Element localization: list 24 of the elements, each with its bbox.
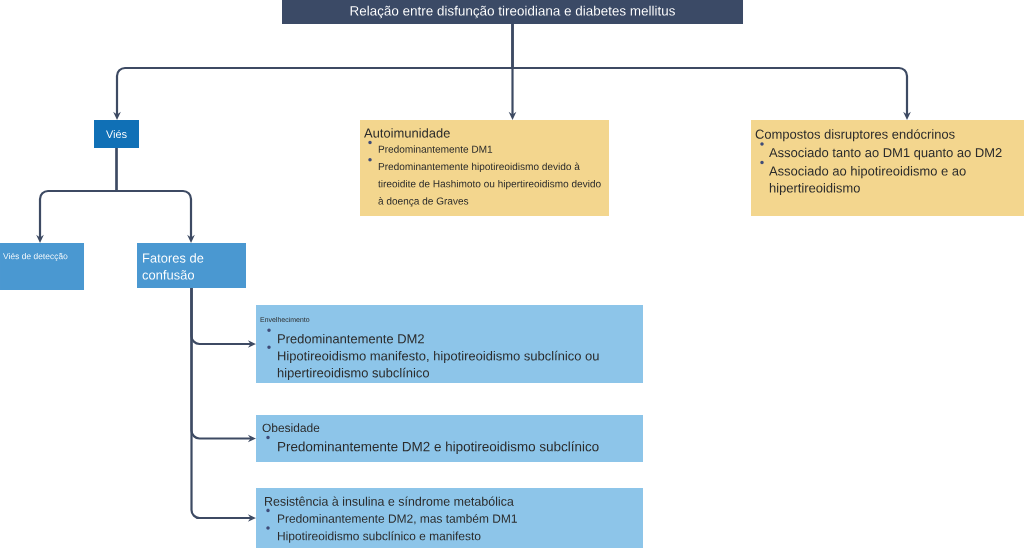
info-box (256, 305, 643, 383)
info-box (751, 120, 1024, 216)
info-box (256, 415, 643, 462)
list-item: Hipotireoidismo subclínico e manifesto (278, 531, 481, 543)
box-heading: Compostos disruptores endócrinos (755, 129, 955, 142)
list-item: Predominantemente DM2, mas também DM1 (278, 513, 517, 525)
box-heading: Autoimunidade (364, 128, 450, 138)
info-box (360, 120, 609, 216)
box-heading: Resistência à insulina e síndrome metabólica (265, 496, 514, 506)
list-item: Associado tanto ao DM1 quanto ao DM2 (769, 147, 1002, 160)
arrow (511, 24, 911, 120)
list-item: Associado ao hipotireoidismo e ao hipertireoidismo (769, 166, 966, 196)
list-item: Hipotireoidismo manifesto, hipotireoidismo subclínico ou hipertireoidismo subclínico (277, 350, 599, 380)
list-item: Predominantemente hipotireoidismo devido à tireoidite de Hashimoto ou hipertireoidismo devido à doença de Graves (378, 162, 601, 207)
category-box: Fatores de confusão (137, 243, 246, 288)
arrow (115, 148, 195, 243)
info-box (256, 488, 643, 548)
category-box: Viés (94, 120, 139, 148)
title-box: Relação entre disfunção tireoidiana e diabetes mellitus (282, 0, 743, 24)
list-item: Predominantemente DM2 (278, 333, 424, 344)
list-item: Predominantemente DM2 e hipotireoidismo subclínico (278, 441, 599, 454)
category-box: Viés de detecção (0, 243, 84, 290)
box-heading: Obesidade (262, 423, 320, 433)
list-item: Predominantemente DM1 (378, 145, 493, 153)
